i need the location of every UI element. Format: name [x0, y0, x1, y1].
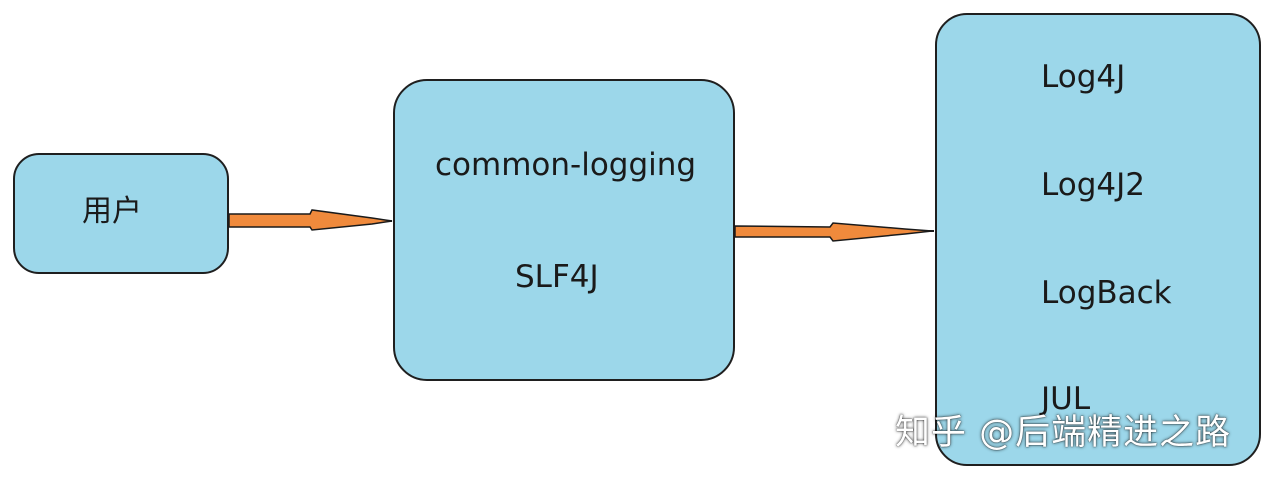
facade-item-slf4j: SLF4J [515, 259, 599, 295]
watermark-text: 知乎 @后端精进之路 [895, 413, 1232, 453]
impl-item-log4j2: Log4J2 [1041, 167, 1145, 203]
user-label: 用户 [82, 194, 142, 229]
logging-implementation-box [935, 13, 1261, 466]
facade-item-common-logging: common-logging [435, 147, 697, 183]
logging-facade-box [393, 79, 735, 381]
arrow-user-to-facade [227, 209, 393, 231]
arrow-facade-to-impl [734, 222, 934, 242]
impl-item-logback: LogBack [1041, 275, 1172, 311]
user-box [13, 153, 229, 274]
impl-item-jul: JUL [1041, 381, 1091, 417]
impl-item-log4j: Log4J [1041, 59, 1126, 95]
